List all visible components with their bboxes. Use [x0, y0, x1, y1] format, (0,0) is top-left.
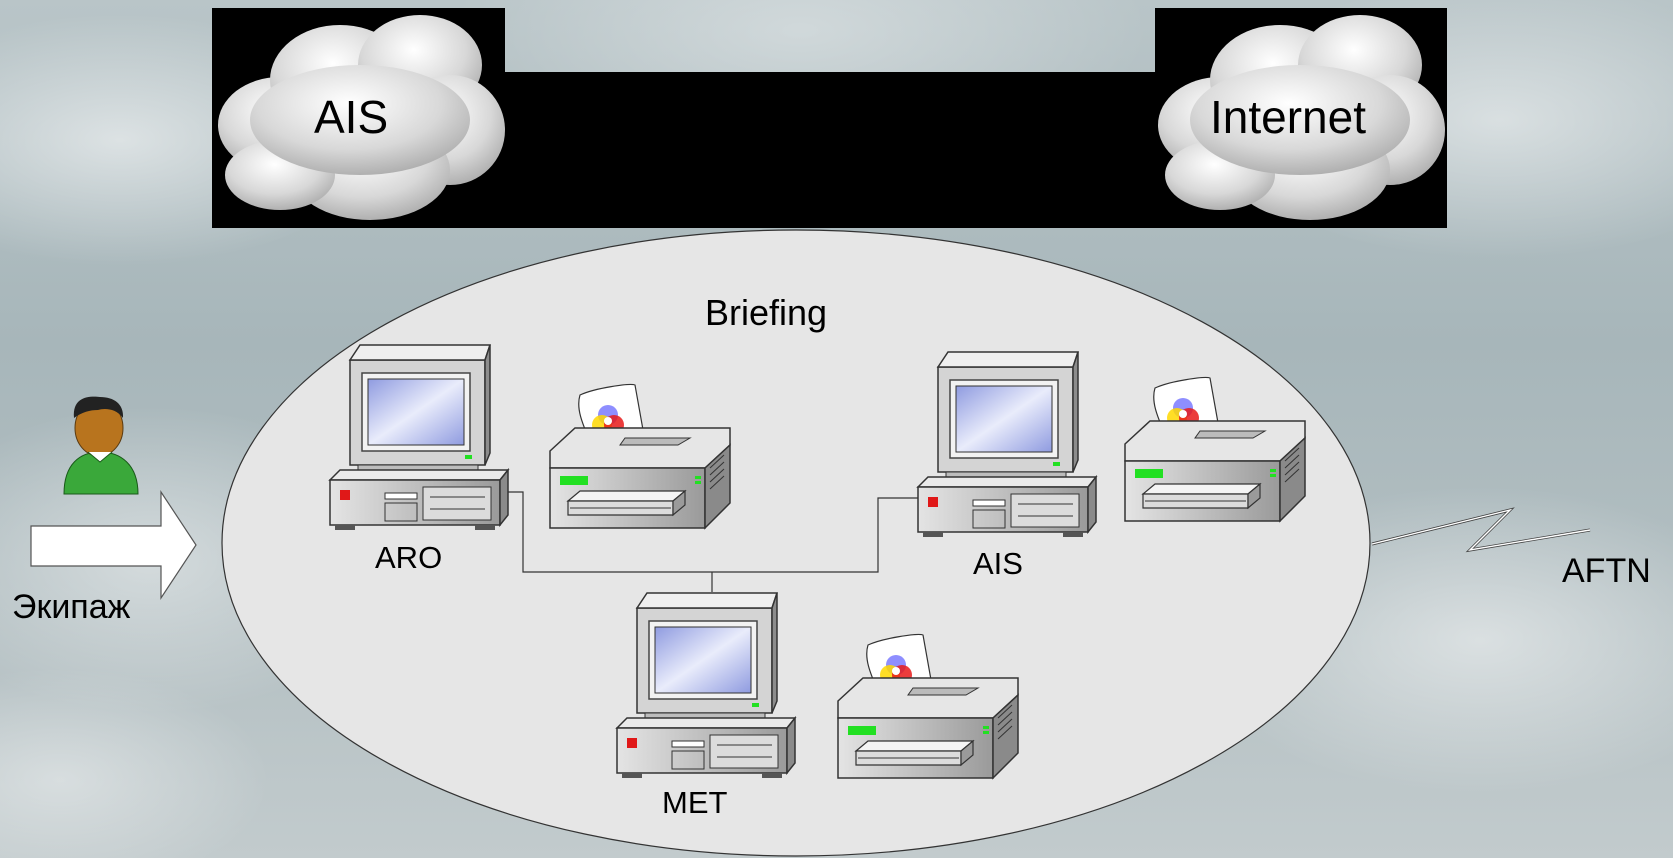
- aftn-label: AFTN: [1562, 552, 1651, 590]
- aro-label: ARO: [375, 540, 443, 575]
- briefing-area: [221, 229, 1371, 857]
- arrow-icon: [30, 490, 197, 600]
- computer-icon: [917, 351, 1097, 538]
- lightning-link-icon: [1371, 507, 1591, 553]
- crew-label: Экипаж: [12, 588, 131, 626]
- cloud-label-internet: Internet: [1210, 91, 1366, 143]
- network-band: [212, 8, 1447, 228]
- met-label: MET: [662, 785, 728, 820]
- ais-label: AIS: [973, 546, 1023, 581]
- briefing-title: Briefing: [705, 292, 828, 333]
- person-icon: [63, 396, 139, 495]
- network-lines: [508, 491, 918, 592]
- computer-icon: [329, 344, 509, 531]
- computer-icon: [616, 592, 796, 779]
- cloud-label-ais: AIS: [314, 91, 389, 143]
